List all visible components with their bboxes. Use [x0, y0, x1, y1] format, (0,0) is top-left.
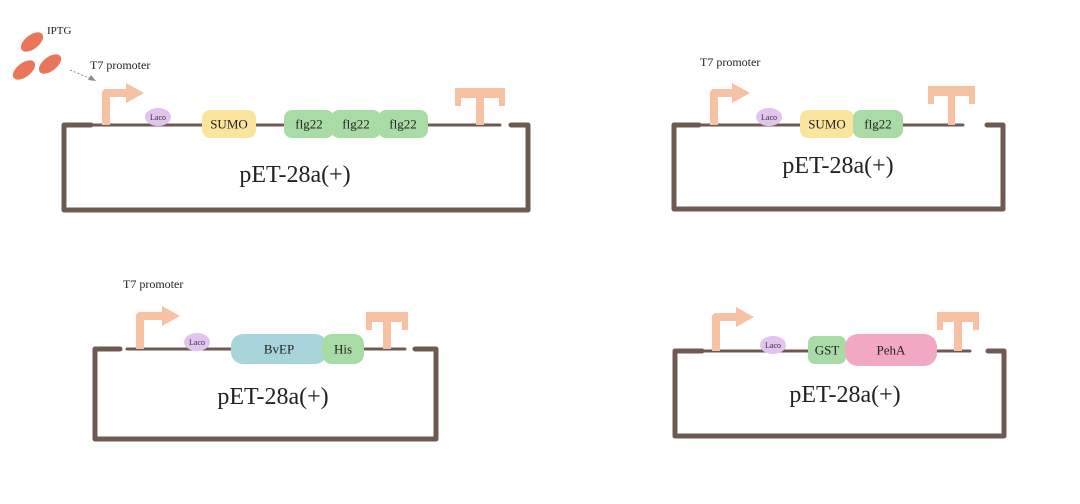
- gene-label: SUMO: [808, 117, 846, 132]
- plasmid-backbone: [92, 346, 439, 442]
- gene-label: flg22: [864, 117, 891, 132]
- iptg-arrow-head: [88, 75, 96, 81]
- laco-operator: [756, 108, 782, 126]
- gene-label: BvEP: [264, 342, 294, 357]
- plasmid-backbone: [61, 122, 531, 213]
- plasmid-backbone: [671, 122, 1006, 212]
- gene-label: flg22: [342, 117, 369, 132]
- plasmid-name: pET-28a(+): [217, 384, 328, 410]
- gene-label: GST: [815, 343, 840, 358]
- plasmid-name: pET-28a(+): [789, 382, 900, 408]
- gene-flg22: [331, 110, 381, 138]
- gene-label: SUMO: [210, 117, 248, 132]
- t7-promoter-arrow: [712, 313, 738, 351]
- plasmid-name: pET-28a(+): [239, 162, 350, 188]
- gene-gst: [808, 336, 846, 364]
- construct-2: T7 promoter Laco SUMO flg22 pET-28a(+): [671, 55, 1006, 212]
- construct-3: T7 promoter Laco BvEP His pET-28a(+): [92, 277, 439, 442]
- t7-promoter-arrow: [102, 89, 128, 125]
- construct-1: T7 promoter Laco SUMO flg22 flg22 flg22 …: [61, 58, 531, 213]
- laco-operator: [184, 333, 210, 351]
- gene-peha: [845, 334, 937, 366]
- t7-promoter-arrowhead: [732, 83, 750, 103]
- iptg-molecule: [20, 32, 44, 52]
- gene-label: PehA: [877, 343, 907, 358]
- t7-promoter-arrowhead: [736, 307, 754, 327]
- gene-flg22: [284, 110, 334, 138]
- gene-label: flg22: [389, 117, 416, 132]
- t7-promoter-arrowhead: [162, 306, 180, 326]
- iptg-group: IPTG: [12, 25, 96, 81]
- gene-label: His: [334, 342, 352, 357]
- gene-bvep: [231, 334, 327, 364]
- promoter-label: T7 promoter: [123, 277, 183, 291]
- laco-label: Laco: [189, 338, 205, 347]
- iptg-molecule: [12, 60, 36, 80]
- gene-sumo: [202, 110, 256, 138]
- laco-label: Laco: [761, 113, 777, 122]
- gene-flg22: [378, 110, 428, 138]
- t7-promoter-arrow: [136, 312, 164, 349]
- laco-label: Laco: [765, 341, 781, 350]
- terminator: [366, 312, 408, 349]
- gene-flg22: [853, 110, 903, 138]
- laco-operator: [145, 108, 171, 126]
- terminator: [937, 312, 979, 351]
- terminator: [455, 88, 505, 125]
- gene-label: flg22: [295, 117, 322, 132]
- t7-promoter-arrowhead: [126, 83, 144, 103]
- laco-label: Laco: [150, 113, 166, 122]
- gene-sumo: [800, 110, 854, 138]
- iptg-molecule: [38, 54, 62, 74]
- gene-his: [322, 334, 364, 364]
- terminator: [928, 86, 975, 125]
- construct-4: Laco GST PehA pET-28a(+): [672, 307, 1007, 439]
- plasmid-backbone: [672, 348, 1007, 439]
- plasmid-name: pET-28a(+): [782, 153, 893, 179]
- iptg-label: IPTG: [47, 25, 72, 37]
- promoter-label: T7 promoter: [700, 55, 760, 69]
- promoter-label: T7 promoter: [90, 58, 150, 72]
- laco-operator: [760, 336, 786, 354]
- t7-promoter-arrow: [710, 89, 734, 125]
